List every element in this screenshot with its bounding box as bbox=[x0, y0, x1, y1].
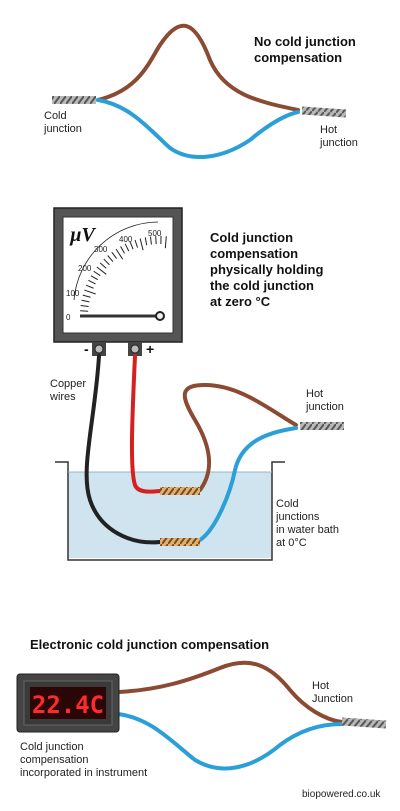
cold-junction-twist bbox=[52, 96, 96, 104]
terminal-minus-label: - bbox=[84, 341, 89, 357]
water-bath-label: Cold junctions in water bath at 0°C bbox=[276, 498, 339, 549]
hot-junction-twist bbox=[301, 106, 347, 118]
hot-junction-label: Hot junction bbox=[320, 124, 358, 149]
meter-tick bbox=[144, 237, 148, 246]
section1-thermocouple bbox=[52, 23, 347, 159]
brown-wire bbox=[96, 23, 300, 112]
meter-scale-arc bbox=[73, 221, 159, 301]
blue-wire-3 bbox=[116, 712, 344, 771]
black-wire bbox=[84, 354, 162, 545]
meter-tick bbox=[85, 284, 94, 289]
meter-tick bbox=[164, 236, 167, 249]
meter-tick bbox=[124, 243, 130, 252]
meter-tick bbox=[84, 289, 96, 295]
scale-300: 300 bbox=[94, 245, 108, 254]
cold-junction-copper-2 bbox=[160, 538, 200, 546]
credit-footer: biopowered.co.uk bbox=[302, 789, 381, 800]
copper-wires-label: Copper wires bbox=[50, 378, 87, 403]
brown-wire-2 bbox=[182, 382, 298, 492]
scale-400: 400 bbox=[119, 235, 133, 244]
meter-unit: µV bbox=[70, 224, 95, 246]
meter-tick bbox=[139, 238, 144, 251]
hot-junction-label-2: Hot junction bbox=[306, 388, 344, 413]
meter-tick bbox=[134, 239, 139, 248]
scale-0: 0 bbox=[66, 313, 71, 322]
meter-tick bbox=[99, 262, 107, 269]
cold-junction-label: Cold junction bbox=[44, 110, 82, 135]
meter-tick bbox=[96, 266, 107, 275]
meter-tick bbox=[111, 251, 117, 259]
meter-tick bbox=[93, 270, 101, 277]
scale-200: 200 bbox=[78, 264, 92, 273]
meter-tick bbox=[90, 275, 99, 281]
meter-tick bbox=[88, 279, 96, 285]
hot-junction-twist-2 bbox=[300, 422, 344, 430]
meter-tick bbox=[103, 258, 110, 266]
hot-junction-twist-3 bbox=[341, 717, 387, 729]
section2-title: Cold junction compensation physically ho… bbox=[210, 230, 324, 309]
cold-junction-copper-1 bbox=[160, 487, 200, 495]
section3-title: Electronic cold junction compensation bbox=[30, 637, 270, 652]
meter-tick bbox=[120, 246, 125, 254]
section1-title: No cold junction compensation bbox=[254, 34, 356, 65]
section3-instrument: 22.4C bbox=[16, 660, 387, 771]
display-reading: 22.4C bbox=[32, 691, 104, 719]
instrument-caption: Cold junction compensation incorporated … bbox=[20, 741, 148, 779]
meter-tick bbox=[81, 299, 90, 303]
needle-pivot bbox=[155, 311, 165, 321]
section2-meter bbox=[53, 207, 183, 356]
meter-tick bbox=[107, 255, 114, 262]
hot-junction-label-3: Hot Junction bbox=[312, 680, 353, 705]
red-wire bbox=[129, 354, 162, 494]
meter-tick bbox=[80, 304, 89, 308]
digital-display bbox=[30, 687, 106, 719]
meter-tick bbox=[80, 310, 89, 312]
meter-tick bbox=[129, 241, 134, 250]
meter-tick bbox=[149, 236, 152, 245]
meter-tick bbox=[82, 294, 91, 298]
section2-wires bbox=[84, 354, 344, 546]
brown-wire-3 bbox=[116, 660, 344, 724]
blue-wire bbox=[96, 98, 300, 159]
scale-100: 100 bbox=[66, 289, 80, 298]
blue-wire-2 bbox=[198, 426, 298, 542]
terminal-plus-label: + bbox=[146, 341, 155, 357]
meter-tick bbox=[115, 248, 124, 260]
scale-500: 500 bbox=[148, 229, 162, 238]
